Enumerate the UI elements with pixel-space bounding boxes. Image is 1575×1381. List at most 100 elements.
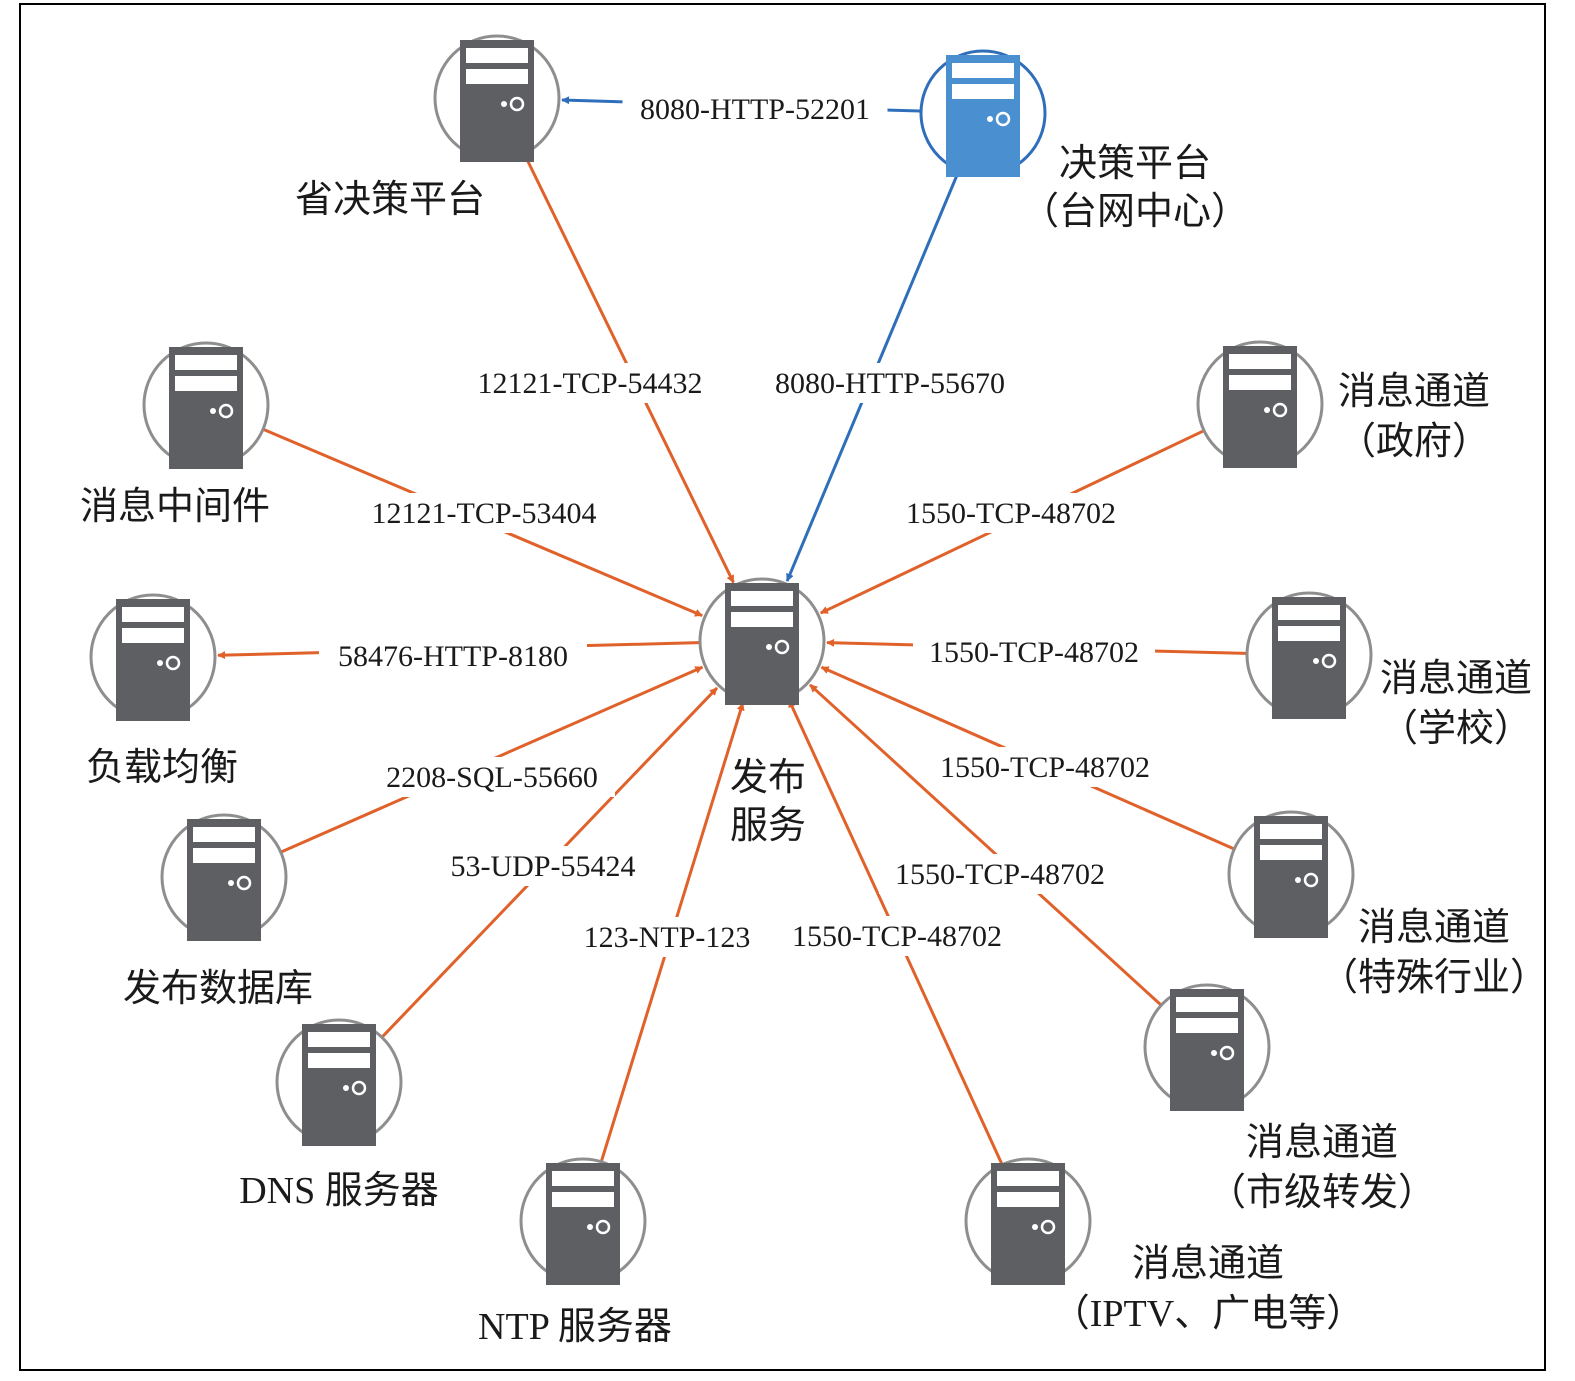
edge-label-backing (890, 493, 1132, 533)
node-fuzai (89, 593, 217, 721)
server-led (343, 1085, 349, 1091)
server-power-button (1303, 872, 1319, 888)
edge-label: 1550-TCP-48702 (792, 920, 1002, 953)
edge-label-group: 53-UDP-55424 (436, 846, 650, 886)
node-dns (275, 1018, 403, 1146)
node-label: 发布 (730, 757, 806, 799)
edge-label-backing (622, 89, 888, 129)
nodes-layer (89, 34, 1373, 1285)
server-led (157, 660, 163, 666)
server-bay (1176, 997, 1238, 1012)
node-label: （市级转发） (1208, 1172, 1436, 1214)
node-juece (919, 49, 1047, 177)
server-icon (1227, 810, 1355, 938)
diagram-frame (19, 3, 1546, 1371)
server-led (1032, 1224, 1038, 1230)
edge-label-backing (460, 363, 720, 403)
server-bay (466, 69, 528, 84)
server-icon (698, 577, 826, 705)
server-bay (466, 48, 528, 63)
server-bay (1176, 1018, 1238, 1033)
edge-label-backing (319, 636, 587, 676)
edge-label-backing (879, 854, 1121, 894)
server-led (1264, 407, 1270, 413)
node-label: 发布数据库 (123, 968, 313, 1010)
server-bay (952, 84, 1014, 99)
node-label: 服务 (730, 805, 806, 847)
node-label: 消息通道 (1338, 371, 1490, 413)
server-bay (175, 355, 237, 370)
server-icon (1196, 340, 1324, 468)
edge-label-group: 2208-SQL-55660 (369, 757, 615, 797)
edge-label: 53-UDP-55424 (451, 850, 636, 883)
server-bay (731, 612, 793, 627)
edge-label-group: 12121-TCP-53404 (355, 493, 613, 533)
server-bay (1229, 375, 1291, 390)
node-ntp (519, 1157, 647, 1285)
node-label: 消息中间件 (80, 486, 270, 528)
edge-label-group: 58476-HTTP-8180 (319, 636, 587, 676)
edge-label-group: 1550-TCP-48702 (913, 632, 1155, 672)
node-xuexiao (1245, 591, 1373, 719)
server-led (1313, 658, 1319, 664)
server-bay (997, 1192, 1059, 1207)
edge-label-backing (369, 757, 615, 797)
server-icon (89, 593, 217, 721)
server-icon (275, 1018, 403, 1146)
node-label: NTP 服务器 (478, 1306, 672, 1348)
server-power-button (1219, 1045, 1235, 1061)
edge-label-group: 8080-HTTP-52201 (622, 89, 888, 129)
edge-label: 1550-TCP-48702 (895, 858, 1105, 891)
server-icon (1245, 591, 1373, 719)
server-icon (142, 341, 270, 469)
edge-label-group: 123-NTP-123 (571, 917, 763, 957)
edge-label-group: 1550-TCP-48702 (879, 854, 1121, 894)
server-led (228, 880, 234, 886)
server-icon (519, 1157, 647, 1285)
server-bay (122, 628, 184, 643)
server-bay (175, 376, 237, 391)
edge-label-group: 12121-TCP-54432 (460, 363, 720, 403)
edge-label-group: 1550-TCP-48702 (890, 493, 1132, 533)
edge-label: 1550-TCP-48702 (929, 636, 1139, 669)
edge-label-backing (913, 632, 1155, 672)
edge-label: 1550-TCP-48702 (906, 497, 1116, 530)
server-bay (952, 63, 1014, 78)
server-bay (731, 591, 793, 606)
node-teshu (1227, 810, 1355, 938)
edge-label-backing (355, 493, 613, 533)
node-label: 决策平台 (1059, 143, 1211, 185)
server-bay (308, 1032, 370, 1047)
edge-label-group: 8080-HTTP-55670 (756, 363, 1024, 403)
server-power-button (1040, 1219, 1056, 1235)
node-label: 消息通道 (1380, 658, 1532, 700)
node-sheng (433, 34, 561, 162)
server-power-button (218, 403, 234, 419)
server-bay (997, 1171, 1059, 1186)
edge-label: 8080-HTTP-55670 (775, 367, 1005, 400)
server-bay (193, 848, 255, 863)
edge-label: 12121-TCP-54432 (478, 367, 703, 400)
server-bay (1278, 605, 1340, 620)
server-icon (964, 1157, 1092, 1285)
node-label: （政府） (1338, 421, 1490, 463)
edge-label-backing (436, 846, 650, 886)
server-bay (308, 1053, 370, 1068)
node-shiji (1143, 983, 1271, 1111)
edge-label: 1550-TCP-48702 (940, 751, 1150, 784)
server-bay (122, 607, 184, 622)
node-fabu (698, 577, 826, 705)
node-label: （学校） (1380, 708, 1532, 750)
server-led (766, 644, 772, 650)
edge-label-backing (924, 747, 1166, 787)
node-zhengfu (1196, 340, 1324, 468)
edge-label-backing (571, 917, 763, 957)
node-label: （特殊行业） (1320, 957, 1548, 999)
server-bay (1260, 845, 1322, 860)
node-label: 省决策平台 (295, 179, 485, 221)
server-power-button (1272, 402, 1288, 418)
server-icon (160, 813, 288, 941)
server-led (210, 408, 216, 414)
